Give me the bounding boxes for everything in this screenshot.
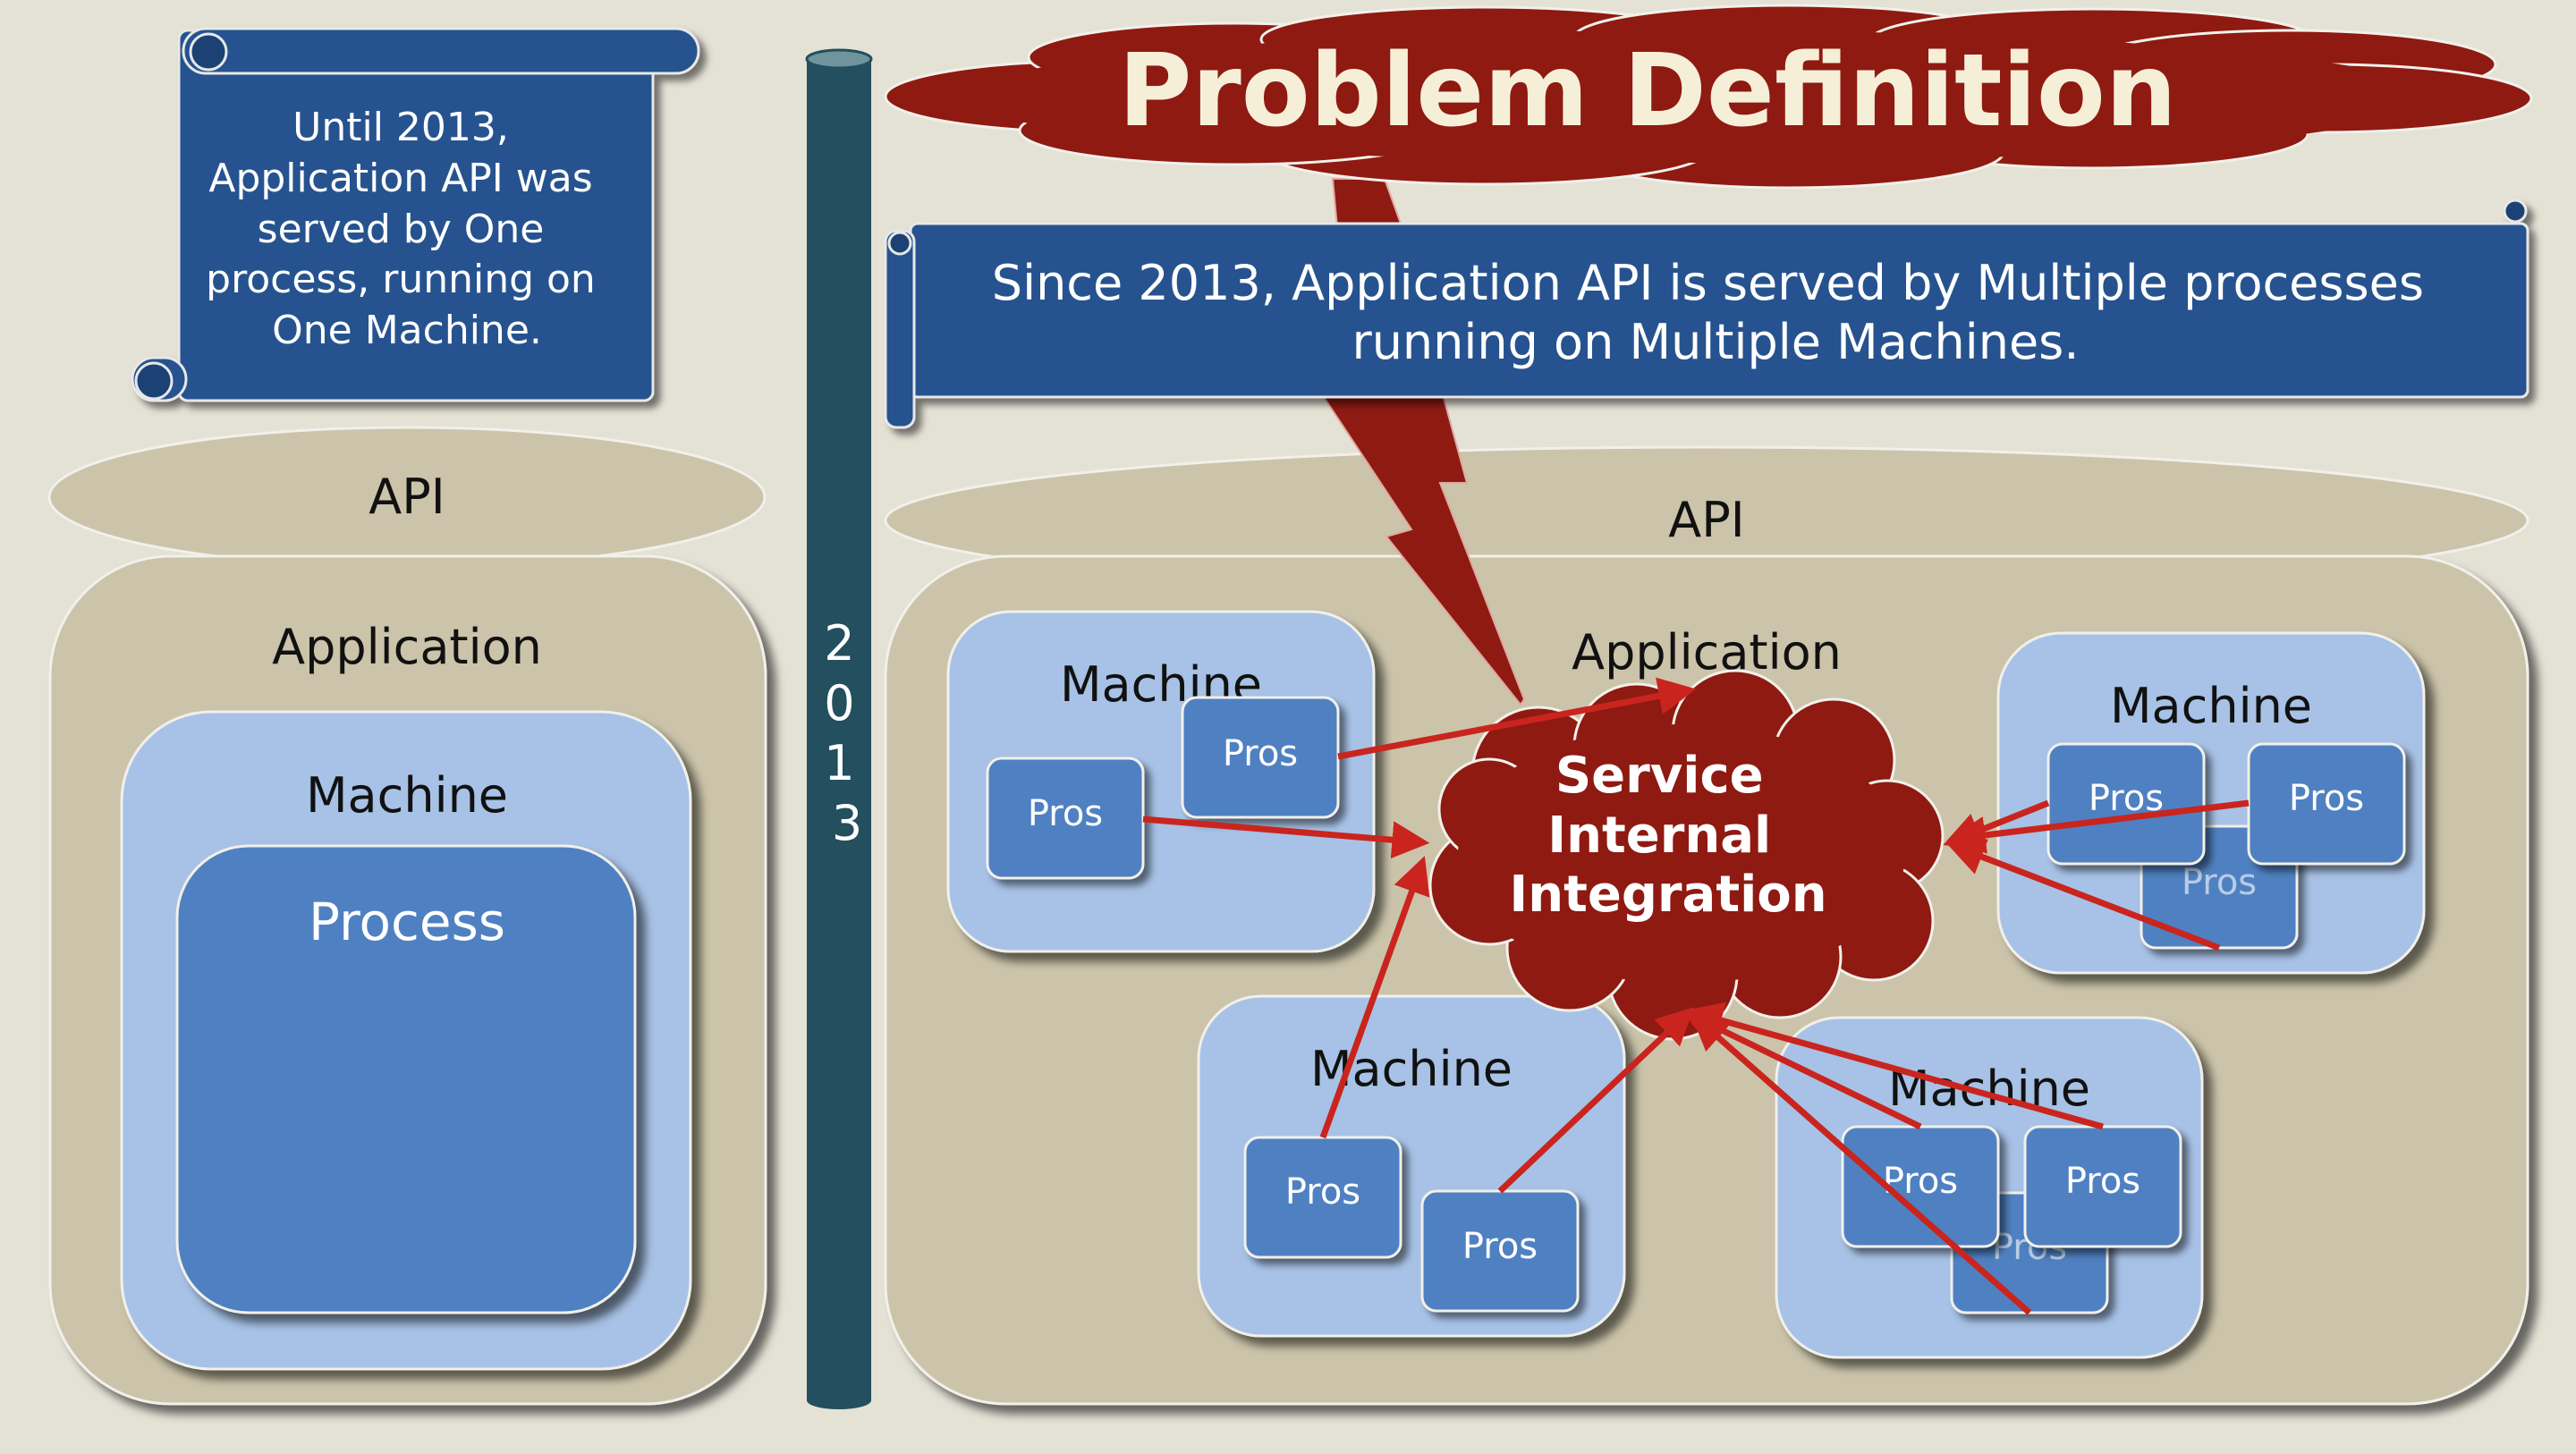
- after-note-line: Since 2013, Application API is served by…: [992, 255, 2424, 311]
- process-label: Pros: [2182, 862, 2257, 903]
- left-process-label: Process: [309, 892, 505, 952]
- timeline-year: 2 0 1 3: [824, 615, 870, 851]
- after-note-line: running on Multiple Machines.: [1352, 314, 2080, 370]
- process-box: [1181, 696, 1340, 819]
- integration-arrow: [1684, 1002, 2104, 1130]
- machine-group: Machine Pros Pros: [946, 610, 1376, 953]
- integration-arrow: [1947, 799, 2250, 854]
- after-note-scroll: [884, 199, 2529, 429]
- integration-cloud: Service Internal Integration: [1428, 669, 1945, 1041]
- timeline-digit: 0: [824, 675, 854, 731]
- before-note-line: served by One: [258, 207, 545, 252]
- process-label: Pros: [1285, 1171, 1360, 1213]
- right-api-label: API: [1668, 492, 1744, 548]
- right-application-label: Application: [1572, 624, 1842, 681]
- process-label: Pros: [1462, 1226, 1538, 1267]
- before-note-line: One Machine.: [272, 308, 542, 353]
- machine-group: Machine Pros Pros Pros: [1996, 631, 2426, 975]
- machine-group: Machine Pros Pros: [1197, 994, 1626, 1338]
- timeline-2013: 2 0 1 3: [805, 48, 873, 1409]
- machine-label: Machine: [1888, 1061, 2090, 1117]
- integration-label: Service Internal Integration: [1509, 747, 1826, 924]
- timeline-digit: 1: [824, 735, 854, 791]
- process-label: Pros: [1028, 793, 1103, 834]
- before-note-line: process, running on: [206, 257, 596, 302]
- process-label: Pros: [2289, 778, 2364, 819]
- machine-box: [1996, 631, 2426, 975]
- since-2013-panel: API Application Machine Pros Pros Machin…: [884, 4, 2533, 1406]
- left-application-label: Application: [272, 619, 542, 675]
- before-note-text: Until 2013, Application API was served b…: [206, 105, 608, 353]
- integration-arrow: [1142, 816, 1430, 859]
- integration-arrow: [1946, 839, 2221, 951]
- integration-label-line: Service: [1555, 747, 1764, 805]
- before-note-line: Application API was: [208, 156, 592, 201]
- before-2013-panel: Until 2013, Application API was served b…: [47, 27, 767, 1406]
- machine-group: Machine Pros Pros Pros: [1775, 1016, 2204, 1359]
- integration-arrow: [1690, 1012, 2032, 1315]
- integration-arrows: [1142, 677, 2250, 1315]
- process-box: [986, 757, 1145, 880]
- problem-title-cloud: Problem Definition: [884, 4, 2533, 190]
- left-process-box: [175, 844, 637, 1315]
- process-label: Pros: [1223, 733, 1298, 774]
- integration-arrow: [1337, 677, 1697, 760]
- left-api-label: API: [369, 469, 445, 525]
- integration-label-line: Internal: [1547, 807, 1771, 865]
- process-label: Pros: [2065, 1161, 2140, 1202]
- before-note-line: Until 2013,: [292, 105, 509, 150]
- integration-arrow: [1319, 856, 1430, 1139]
- integration-arrow: [1497, 1007, 1695, 1194]
- integration-label-line: Integration: [1509, 866, 1826, 924]
- timeline-digit: 2: [824, 615, 854, 672]
- after-note-text: Since 2013, Application API is served by…: [992, 255, 2439, 370]
- machine-label: Machine: [2110, 678, 2312, 734]
- page-title: Problem Definition: [1118, 33, 2176, 149]
- left-machine-label: Machine: [306, 767, 508, 824]
- before-note-scroll: [131, 27, 700, 402]
- timeline-digit: 3: [832, 795, 862, 851]
